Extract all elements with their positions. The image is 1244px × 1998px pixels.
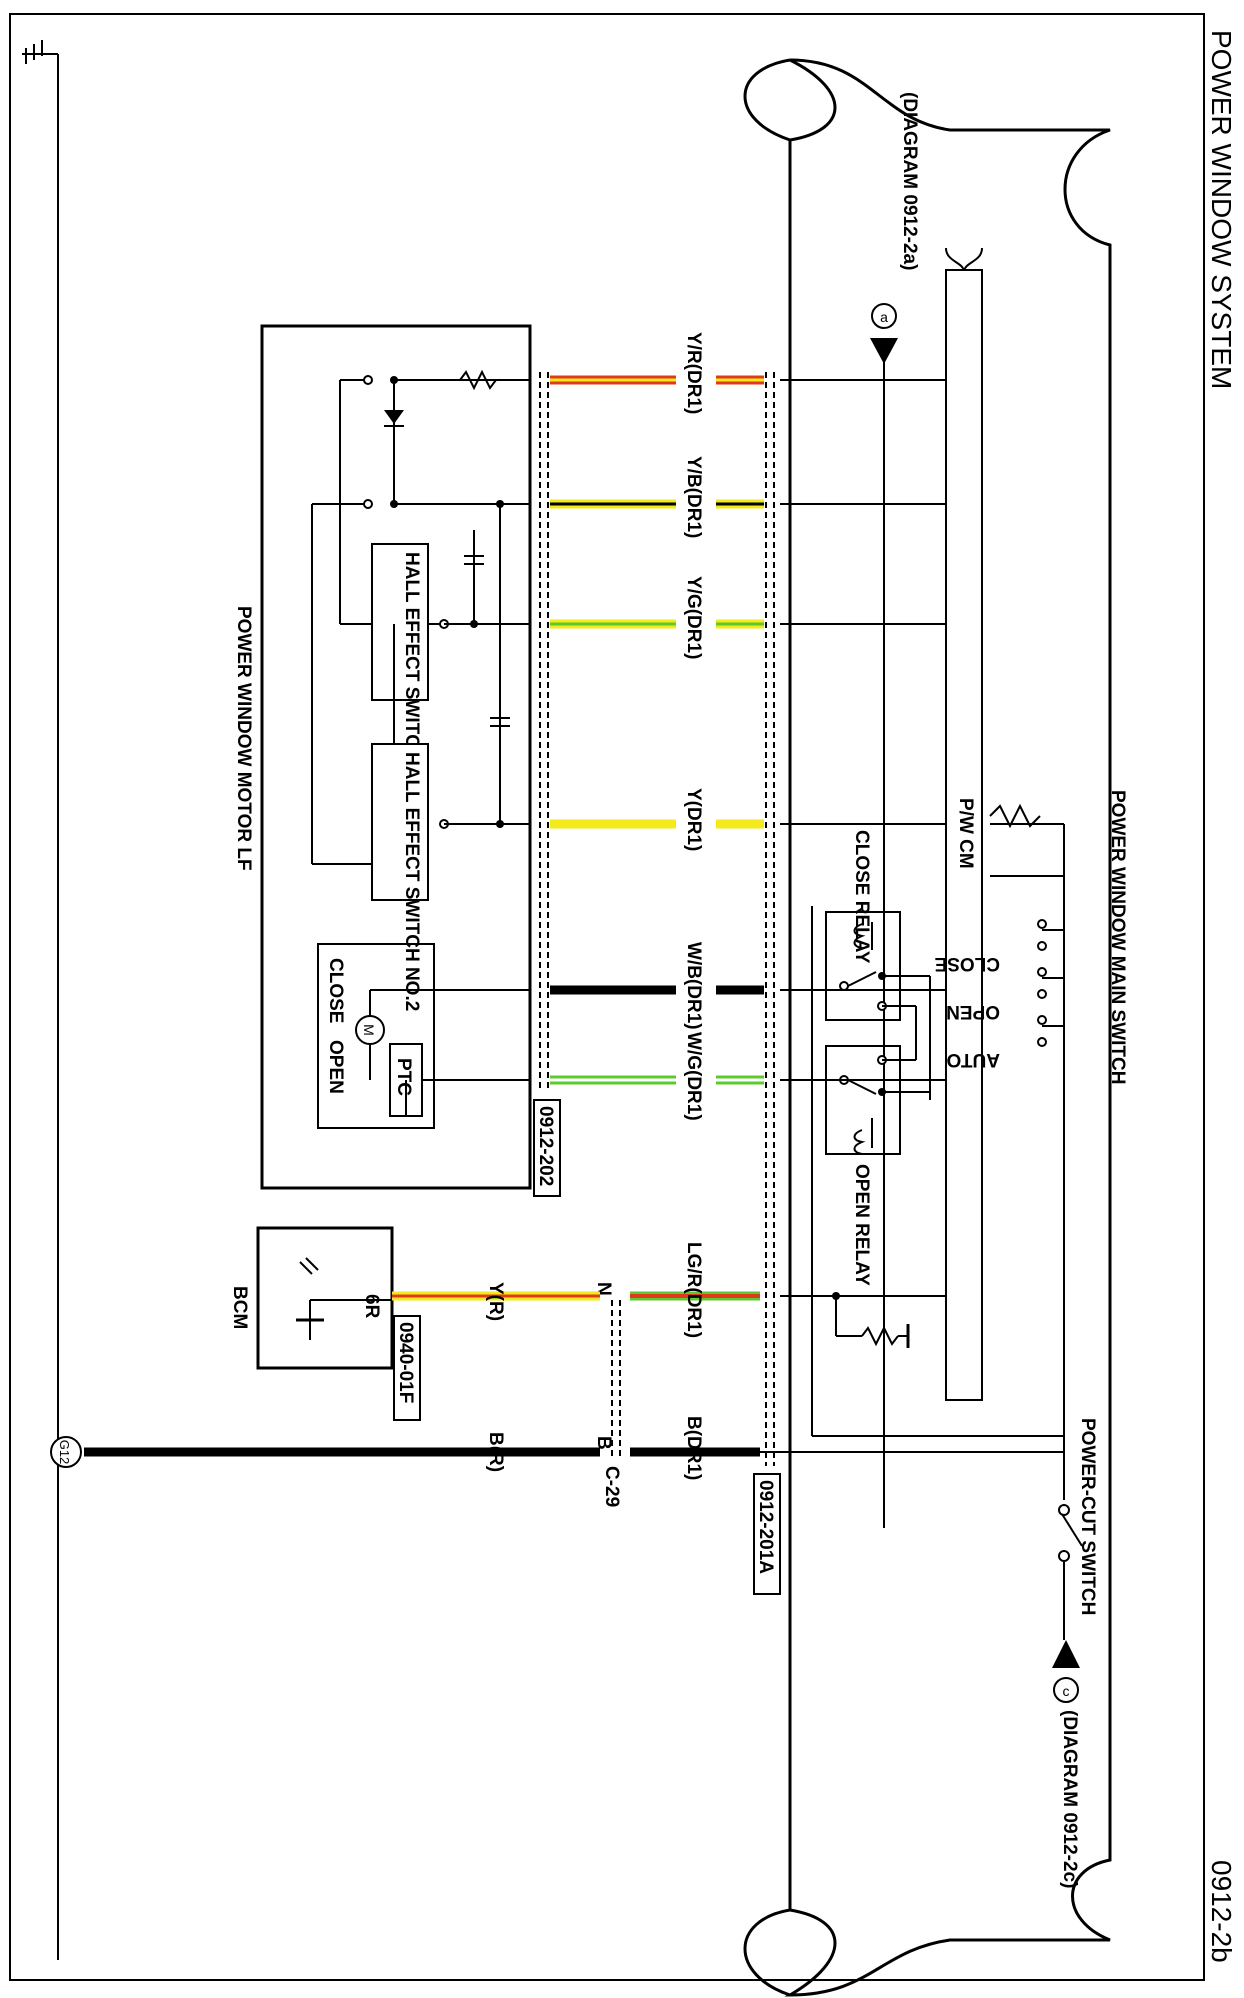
ground-g12-label: G12: [57, 1440, 72, 1465]
wire-0: Y/R(DR1): [550, 332, 946, 414]
wire-5: W/G(DR1): [550, 1032, 946, 1121]
connector-0912-202: 0912-202: [533, 1099, 561, 1197]
ref-top-marker: a: [880, 309, 888, 325]
ground-rail: [22, 40, 59, 1960]
bcm-module: BCM 6R 0940-01F: [229, 1226, 421, 1421]
window-switch-group: CLOSE OPEN AUTO: [935, 803, 1065, 1436]
hall-switch-2: [371, 743, 429, 901]
joint-c29: N B C-29: [593, 1282, 622, 1507]
lgr-resistor: [832, 1292, 910, 1348]
bcm-wire: Y(R): [392, 1282, 600, 1321]
wire-label-6: LG/R(DR1): [683, 1242, 704, 1338]
connector-0912-202-label: 0912-202: [535, 1106, 556, 1186]
switch-close-label: CLOSE: [935, 953, 1000, 974]
wire-7: B(DR1): [630, 1416, 812, 1480]
motor-symbol: M: [361, 1024, 377, 1036]
open-relay: OPEN RELAY: [825, 1045, 901, 1286]
connector-0912-201A: 0912-201A: [753, 1473, 781, 1595]
wire-2: Y/G(DR1): [550, 576, 946, 659]
wire-label-1: Y/B(DR1): [683, 456, 704, 538]
shielding: [539, 372, 775, 1466]
ref-bottom-marker: c: [1063, 1683, 1070, 1699]
close-relay: CLOSE RELAY: [825, 830, 901, 1021]
connector-0940-01F-label: 0940-01F: [395, 1322, 416, 1403]
cable-harness: [743, 58, 1112, 1997]
bcm-wire-label: Y(R): [485, 1282, 506, 1321]
wire-label-3: Y(DR1): [683, 788, 704, 851]
motor-lf-title: POWER WINDOW MOTOR LF: [233, 606, 254, 871]
switch-auto-label: AUTO: [947, 1049, 1000, 1070]
motor-assembly: [317, 943, 435, 1129]
wire-label-4: W/B(DR1): [683, 942, 704, 1030]
close-relay-label: CLOSE RELAY: [851, 830, 872, 964]
ref-top-label: (DIAGRAM 0912-2a): [899, 92, 920, 270]
hall-switch-1: [371, 543, 429, 701]
ground-g12-icon: [50, 1436, 82, 1468]
motor-close-label: CLOSE: [325, 958, 346, 1023]
wire-4: W/B(DR1): [550, 942, 946, 1030]
wire-3: Y(DR1): [550, 788, 946, 851]
wire-1: Y/B(DR1): [550, 456, 946, 538]
diagram-ref-bottom: (DIAGRAM 0912-2c) c: [1052, 1640, 1080, 1888]
open-relay-label: OPEN RELAY: [851, 1164, 872, 1286]
connector-0912-201A-label: 0912-201A: [755, 1480, 776, 1574]
power-cut-switch-label: POWER-CUT SWITCH: [1077, 1418, 1098, 1615]
joint-pin-b: B: [593, 1436, 614, 1450]
motor-open-label: OPEN: [325, 1040, 346, 1094]
pw-cm-label: P/W CM: [955, 798, 976, 869]
ground-wire-label: B(R): [485, 1432, 506, 1472]
signal-wires: Y/R(DR1) Y/B(DR1) Y/G(DR1) Y(DR1) W/B(DR1)W/…: [550, 332, 946, 1480]
bcm-pin-label: 6R: [361, 1294, 382, 1319]
power-cut-switch: POWER-CUT SWITCH: [1058, 1418, 1098, 1640]
main-switch-title: POWER WINDOW MAIN SWITCH: [1107, 790, 1128, 1084]
page-number: 0912-2b: [1206, 1860, 1237, 1963]
wire-label-7: B(DR1): [683, 1416, 704, 1480]
page-title: POWER WINDOW SYSTEM: [1206, 30, 1237, 389]
wire-6: LG/R(DR1): [630, 1242, 946, 1338]
wire-label-0: Y/R(DR1): [683, 332, 704, 414]
page-frame: [9, 13, 1205, 1981]
wire-label-5: W/G(DR1): [683, 1032, 704, 1121]
ref-bottom-label: (DIAGRAM 0912-2c): [1059, 1710, 1080, 1888]
ptc-label: PTC: [393, 1058, 414, 1096]
switch-open-label: OPEN: [946, 1001, 1000, 1022]
wire-label-2: Y/G(DR1): [683, 576, 704, 659]
ground-wire: B(R) G12: [50, 1432, 1064, 1472]
pw-cm-module: P/W CM: [945, 247, 983, 1401]
bcm-label: BCM: [229, 1286, 250, 1329]
joint-c29-label: C-29: [601, 1466, 622, 1507]
motor-lf: POWER WINDOW MOTOR LF HALL EFFECT SWITCH…: [233, 324, 532, 1190]
hall-switch-2-label: HALL EFFECT SWITCH NO.2: [401, 752, 422, 1011]
diagram-ref-top: (DIAGRAM 0912-2a) a: [870, 92, 920, 1528]
